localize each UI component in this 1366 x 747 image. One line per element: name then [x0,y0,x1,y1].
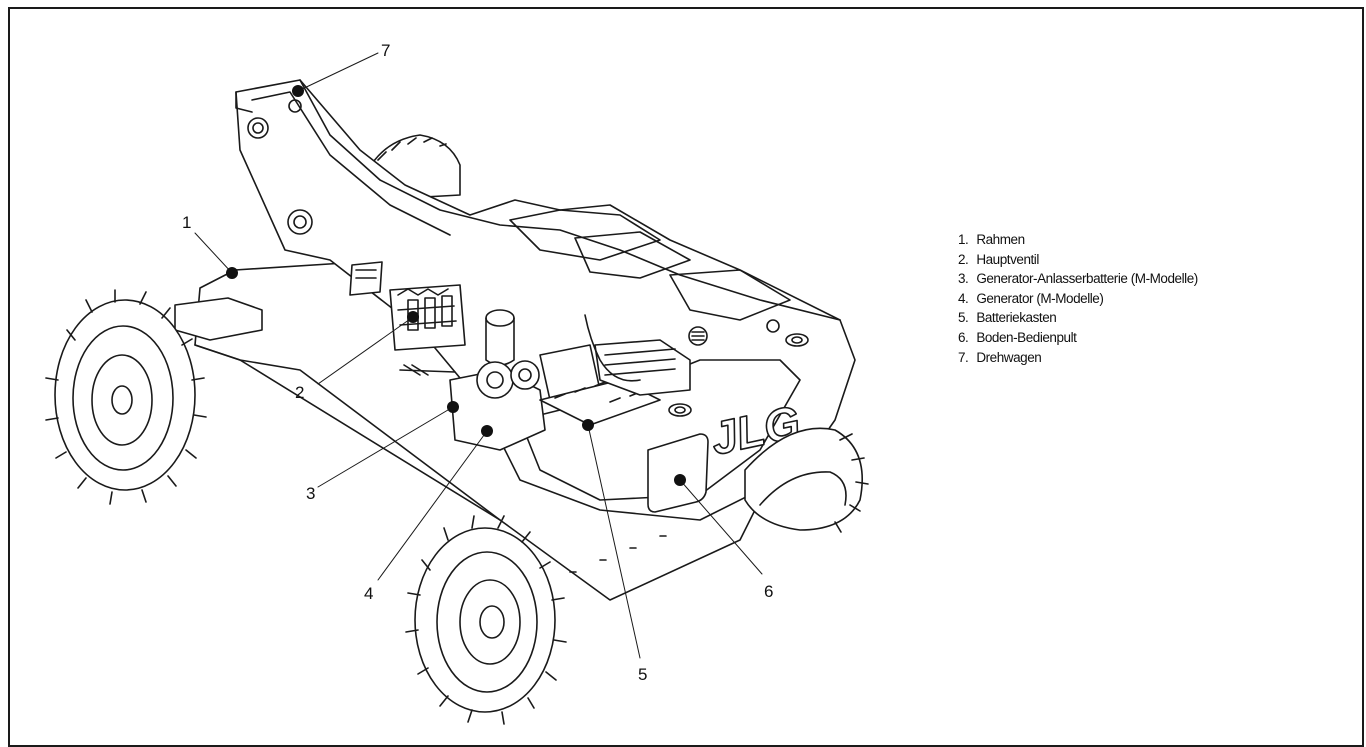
legend-text: Hauptventil [976,251,1039,267]
legend-item-7: 7. Drehwagen [958,348,1198,368]
turntable-body [235,79,856,521]
legend-item-1: 1. Rahmen [958,230,1198,250]
callout-dot-4 [481,425,493,437]
callout-dot-7 [292,85,304,97]
callout-numbers: 1 2 3 4 5 6 7 [182,41,773,684]
legend-item-2: 2. Hauptventil [958,250,1198,270]
legend-text: Rahmen [976,232,1025,247]
callout-dots [226,85,686,486]
callout-dot-1 [226,267,238,279]
callout-number-4: 4 [364,584,373,603]
legend-number: 6. [958,329,969,345]
machine-diagram: JLG [45,41,869,725]
legend-text: Batteriekasten [976,310,1057,326]
legend-number: 5. [958,310,969,326]
callout-number-2: 2 [295,383,304,402]
front-bottom-tire [405,515,567,725]
callout-number-6: 6 [764,582,773,601]
callout-number-7: 7 [381,41,390,60]
legend-item-5: 5. Batteriekasten [958,308,1198,328]
right-rear-tire [744,427,869,533]
hydraulic-components [349,261,691,451]
legend-item-6: 6. Boden-Bedienpult [958,328,1198,348]
callout-number-5: 5 [638,665,647,684]
legend-item-4: 4. Generator (M-Modelle) [958,289,1198,309]
legend-number: 1. [958,232,969,247]
legend-number: 4. [958,290,969,306]
legend-text: Drehwagen [976,349,1042,365]
callout-number-3: 3 [306,484,315,503]
ground-control-window [647,433,709,513]
legend-text: Generator (M-Modelle) [976,290,1104,306]
legend-number: 2. [958,251,969,267]
legend-list: 1. Rahmen 2. Hauptventil 3. Generator-An… [958,230,1198,367]
left-front-tire [45,289,207,505]
callout-number-1: 1 [182,213,191,232]
legend-text: Generator-Anlasserbatterie (M-Modelle) [976,271,1198,287]
legend-number: 3. [958,271,969,287]
legend-text: Boden-Bedienpult [976,329,1077,345]
legend-item-3: 3. Generator-Anlasserbatterie (M-Modelle… [958,269,1198,289]
legend-number: 7. [958,349,969,365]
callout-dot-5 [582,419,594,431]
callout-dot-6 [674,474,686,486]
callout-dot-2 [407,311,419,323]
leader-lines [194,52,763,659]
callout-dot-3 [447,401,459,413]
